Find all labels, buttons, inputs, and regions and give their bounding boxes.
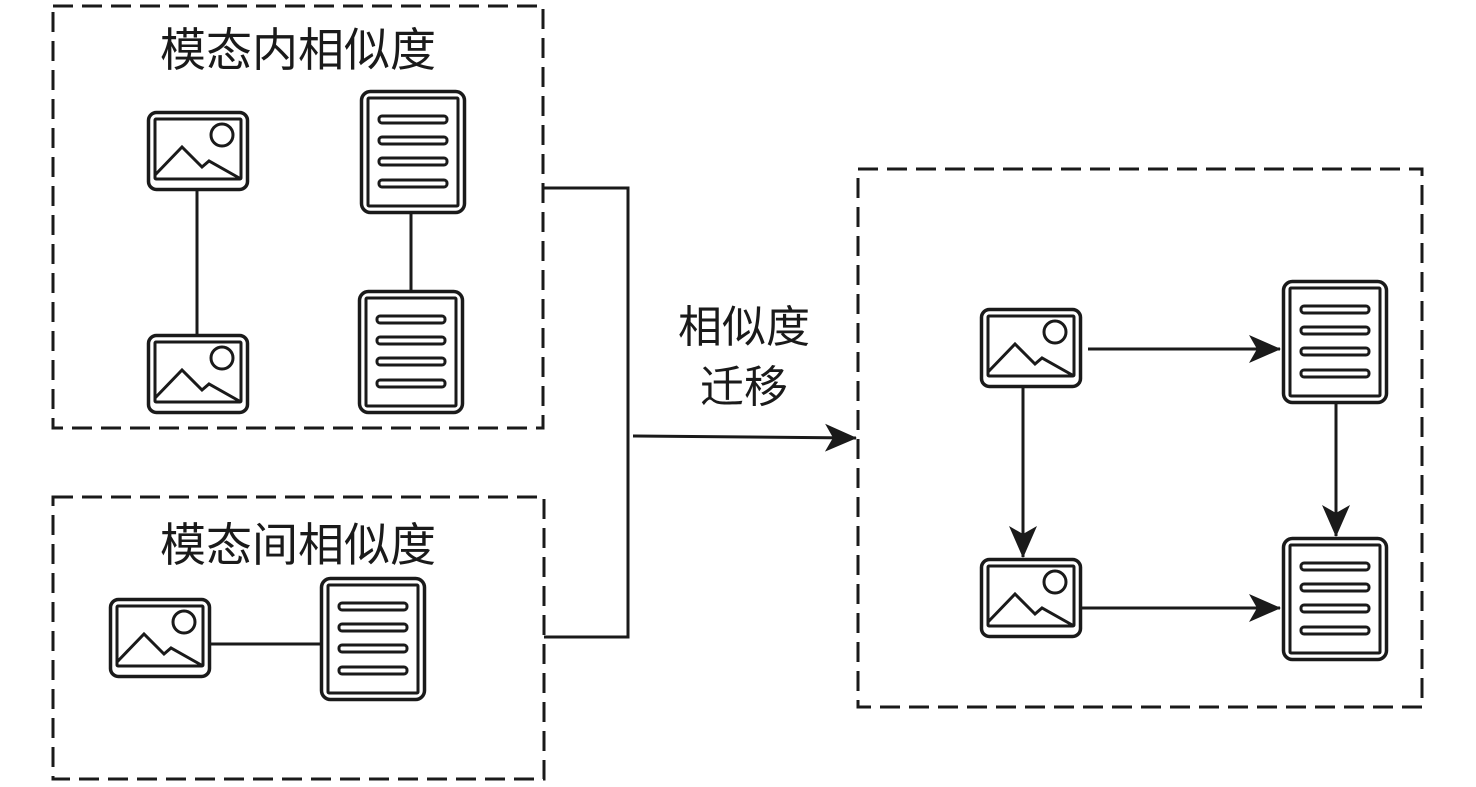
document-icon [1281,536,1389,662]
inter-modal-title: 模态间相似度 [160,518,436,572]
transfer-label-line2: 迁移 [700,362,788,413]
document-icon [319,576,427,702]
image-icon [979,307,1083,389]
transfer-connector: 相似度 迁移 [544,186,857,639]
document-icon [359,89,467,215]
intra-modal-similarity-group: 模态内相似度 [51,4,545,430]
image-icon [146,110,250,192]
image-icon [146,333,250,415]
image-icon [979,557,1083,639]
inter-modal-similarity-group: 模态间相似度 [51,495,546,781]
intra-modal-title: 模态内相似度 [160,23,436,77]
transfer-arrow [632,423,857,452]
intra-modal-box [51,4,545,430]
document-icon [357,289,465,415]
document-icon [1281,279,1389,405]
image-icon [108,597,212,679]
merge-bracket [544,186,630,639]
result-group [856,167,1424,709]
transfer-label-line1: 相似度 [678,302,810,353]
inter-modal-box [51,495,546,781]
